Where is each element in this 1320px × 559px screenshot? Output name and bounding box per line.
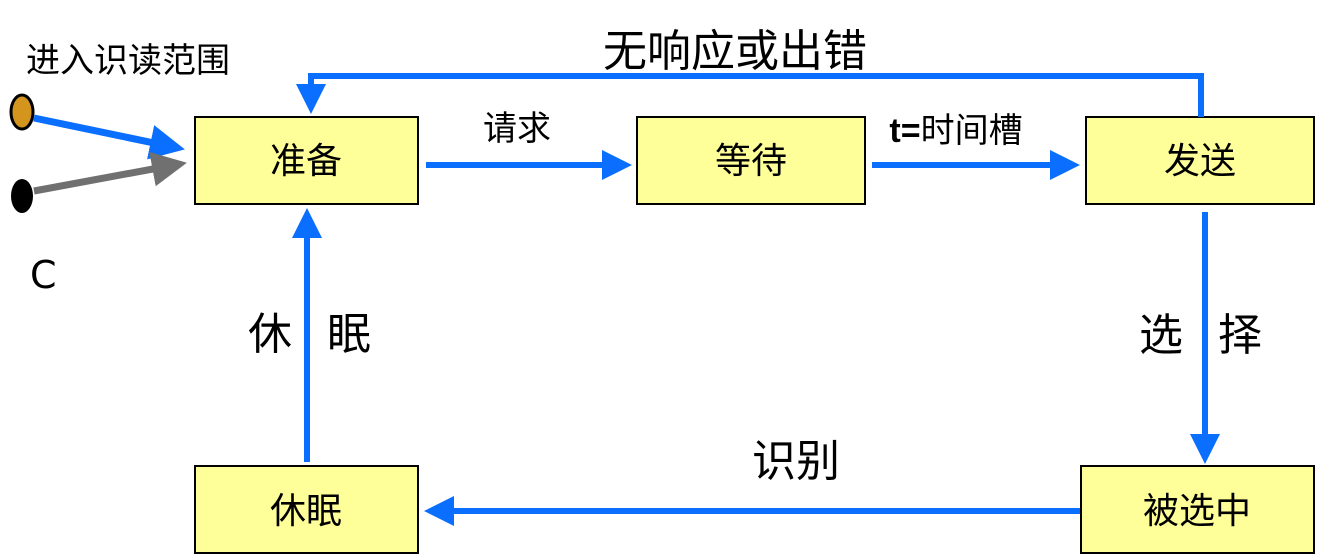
edge-timeout-label: 无响应或出错 xyxy=(603,26,867,77)
edge-identify-label: 识别 xyxy=(752,436,840,487)
state-wait[interactable]: 等待 xyxy=(636,116,866,205)
edge-select-b: 择 xyxy=(1218,310,1262,361)
edge-select-a: 选 xyxy=(1139,310,1183,361)
enter-range-label: 进入识读范围 xyxy=(26,41,230,81)
edge-slot-label: t=时间槽 xyxy=(889,111,1022,151)
edge-slot-prefix: t= xyxy=(889,112,920,150)
state-sleep-label: 休眠 xyxy=(270,491,342,532)
black-dot-icon xyxy=(11,179,33,213)
enter-arrow-gold xyxy=(33,114,185,160)
state-send-label: 发送 xyxy=(1164,141,1236,182)
state-sleep[interactable]: 休眠 xyxy=(194,465,419,554)
edge-request-label: 请求 xyxy=(483,109,551,149)
state-wait-label: 等待 xyxy=(715,141,787,182)
state-selected-label: 被选中 xyxy=(1143,491,1251,532)
hollow-marker-label: C xyxy=(30,253,57,297)
edge-sleep-a: 休 xyxy=(248,309,292,360)
state-ready[interactable]: 准备 xyxy=(194,116,419,205)
enter-arrow-black xyxy=(33,151,187,195)
edge-sleep-b: 眠 xyxy=(327,309,371,360)
edge-slot-rest: 时间槽 xyxy=(921,111,1023,151)
state-ready-label: 准备 xyxy=(270,141,342,182)
gold-dot-icon xyxy=(9,93,35,131)
state-selected[interactable]: 被选中 xyxy=(1080,465,1315,554)
state-send[interactable]: 发送 xyxy=(1085,116,1315,205)
arrow-send-to-ready xyxy=(296,73,1204,117)
